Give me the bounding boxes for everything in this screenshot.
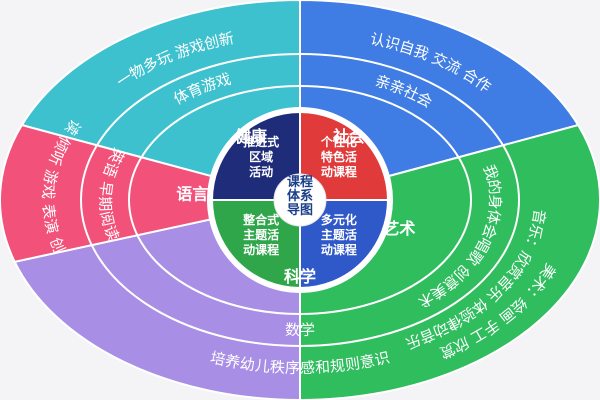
sector-5 — [0, 123, 301, 263]
sector-name-4: 科学 — [284, 267, 316, 286]
sector-name-2: 社会 — [332, 127, 365, 146]
sector-name-3: 艺术 — [383, 219, 415, 238]
inner-label-2: 个性化特色活动课程 — [320, 134, 357, 179]
sector-name-1: 健康 — [235, 127, 268, 146]
inner-label-3: 多元化主题活动课程 — [321, 212, 357, 257]
center-title: 课程体系导图 — [287, 175, 313, 218]
ring-separator-1 — [128, 85, 472, 315]
center-badge — [273, 173, 327, 227]
sector-name-5: 语言 — [176, 185, 208, 204]
inner-quadrant-4 — [210, 199, 301, 290]
inner-label-4: 整合式主题活动课程 — [242, 212, 279, 257]
inner-quadrant-3 — [299, 199, 390, 290]
inner-quadrant-2 — [299, 110, 390, 201]
inner-label-1: 推进式区域活动 — [243, 134, 279, 179]
inner-quadrant-1 — [210, 110, 301, 201]
ring-separator-2 — [80, 53, 520, 347]
